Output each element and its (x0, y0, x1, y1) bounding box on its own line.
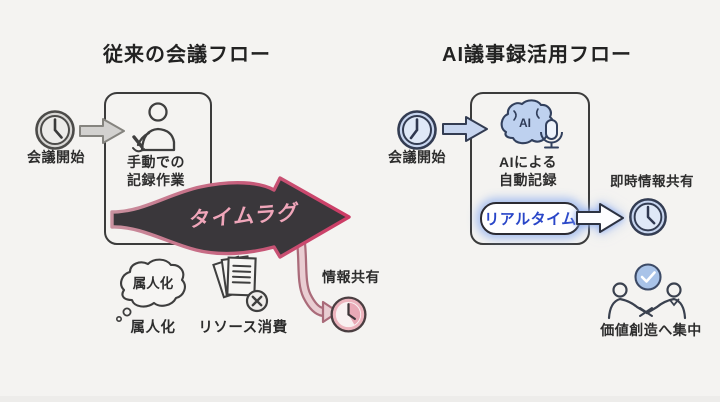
right-flow-title: AI議事録活用フロー (442, 44, 632, 66)
bottom-edge-shade (0, 396, 720, 402)
left-start-label: 会議開始 (27, 149, 85, 165)
manual-recording-box (104, 92, 212, 245)
gray-arrow-icon (79, 118, 125, 144)
realtime-pill: リアルタイム (480, 202, 581, 235)
instant-share-clock-icon (629, 198, 667, 236)
cloud-bubble-text: 属人化 (133, 275, 174, 291)
right-start-label: 会議開始 (388, 149, 446, 165)
share-label: 情報共有 (322, 269, 380, 285)
value-label: 価値創造へ集中 (600, 322, 702, 338)
ai-recording-box (470, 92, 590, 245)
manual-box-label: 手動での 記録作業 (104, 153, 208, 189)
handshake-icon (607, 263, 687, 320)
check-circle-icon (634, 263, 662, 291)
personalization-label: 属人化 (130, 320, 176, 336)
manual-box-label-line2: 記録作業 (127, 172, 185, 188)
ai-box-label: AIによる 自動記録 (470, 153, 586, 189)
ai-meeting-start-clock-icon (397, 110, 437, 150)
microphone-icon (540, 119, 563, 149)
late-share-clock-icon (330, 296, 367, 333)
ai-box-label-line2: 自動記録 (499, 172, 557, 188)
manual-box-label-line1: 手動での (127, 154, 185, 170)
ai-box-label-line1: AIによる (498, 154, 558, 170)
instant-share-label: 即時情報共有 (610, 174, 694, 189)
timelag-arrow: タイムラグ (110, 176, 351, 259)
blue-arrow-icon (442, 116, 488, 142)
ai-brain-icon: AI (500, 99, 563, 149)
thought-cloud-icon: 属人化 (116, 258, 186, 322)
writing-person-icon (132, 102, 176, 153)
left-flow-title: 従来の会議フロー (103, 44, 271, 66)
documents-x-icon (212, 255, 269, 313)
ai-text: AI (519, 116, 531, 130)
timelag-branch-arrow (295, 229, 340, 324)
realtime-arrow-icon (576, 203, 624, 233)
resource-label: リソース消費 (198, 320, 288, 336)
meeting-start-clock-icon (35, 110, 75, 150)
